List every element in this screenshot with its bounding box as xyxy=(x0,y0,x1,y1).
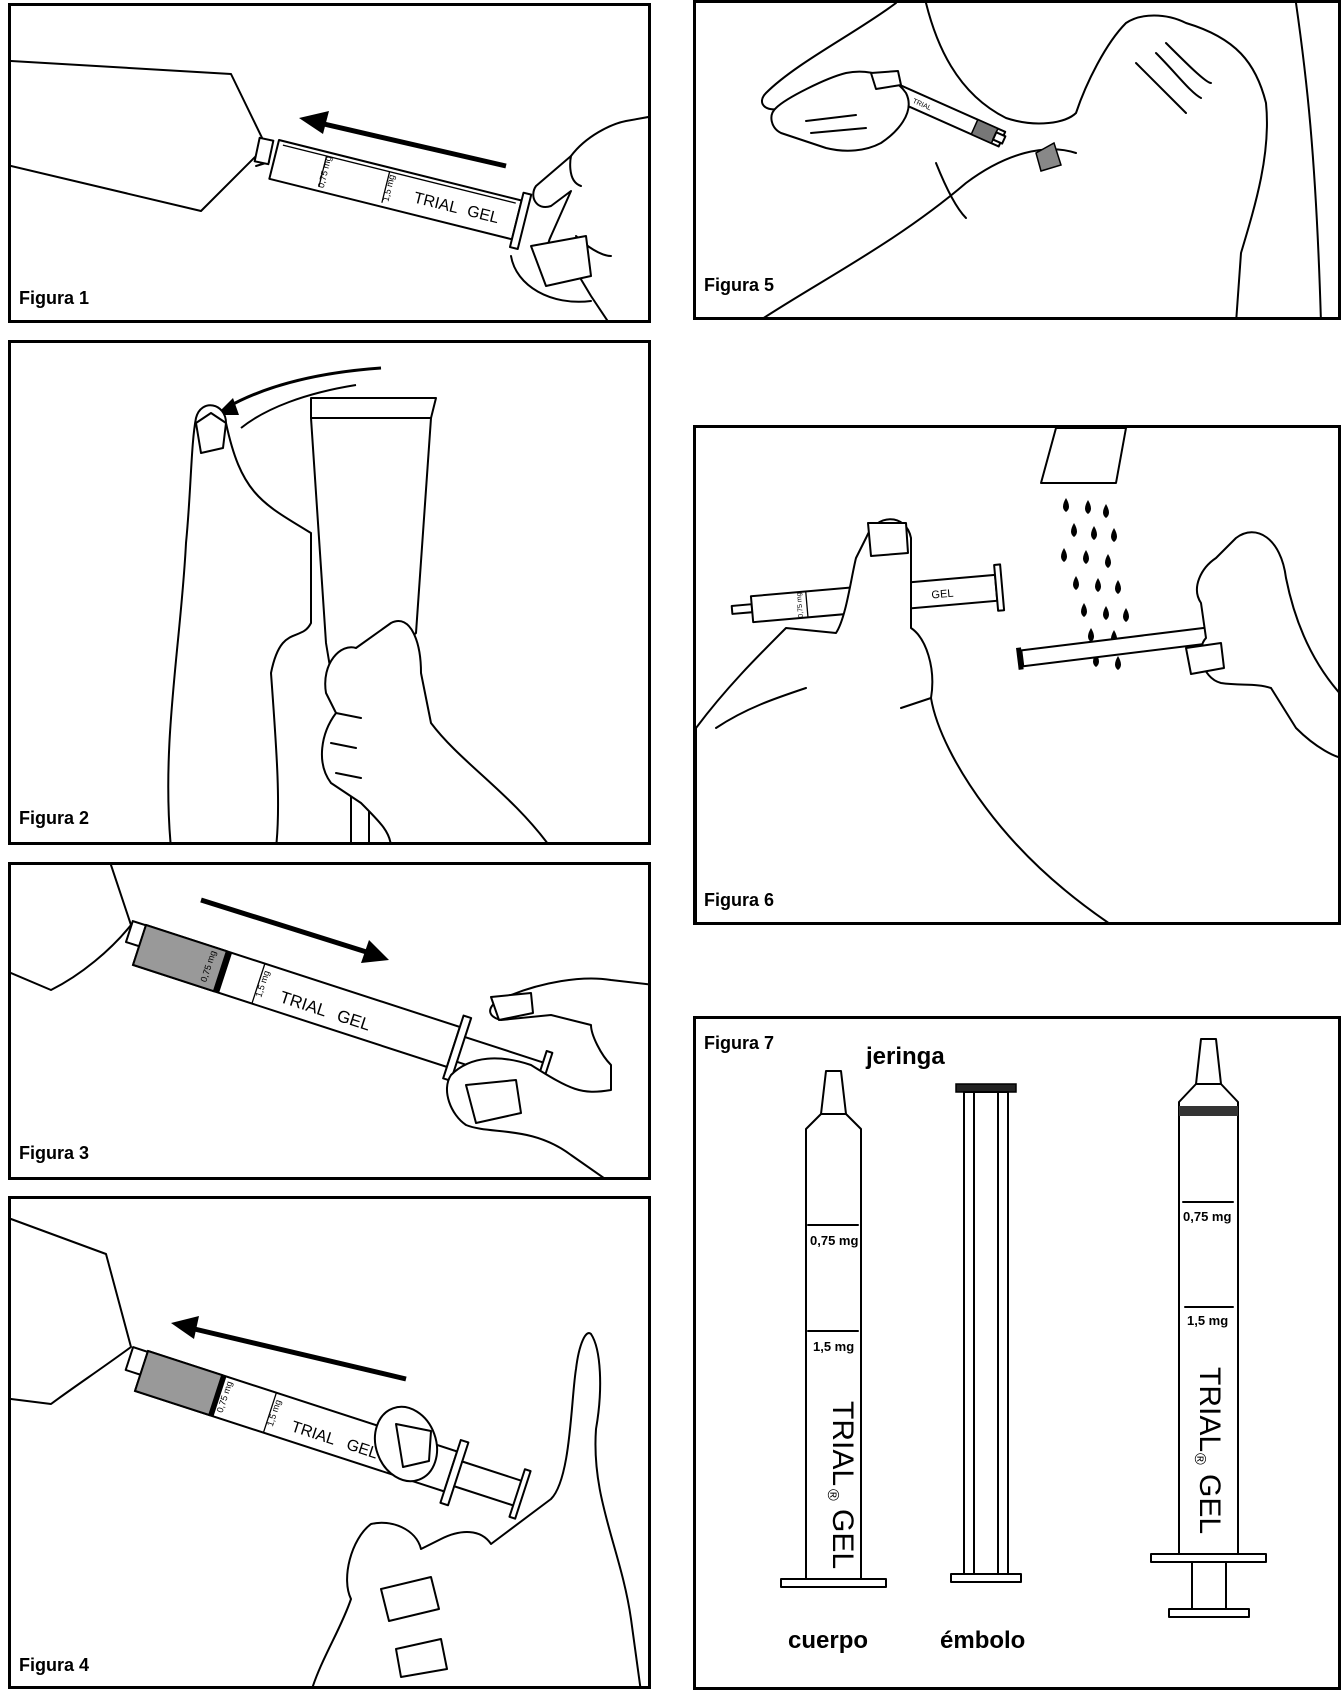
finger-nail-2 xyxy=(395,1638,448,1678)
figure-1-illustration: 0,75 mg 1,5 mg TRIAL GEL xyxy=(11,60,648,320)
thumb-nail xyxy=(530,235,592,287)
syringe: 0,75 mg 1,5 mg TRIAL GEL xyxy=(268,139,533,250)
applied-gel xyxy=(1035,141,1062,172)
figure-7-title: jeringa xyxy=(866,1043,945,1070)
figure-7-illustration: 0,75 mg 1,5 mg TRIAL ® GEL 0,75 mg xyxy=(780,1038,1267,1618)
thumb-nail xyxy=(465,1079,522,1124)
left-thumb-nail xyxy=(195,412,227,454)
brand-gel-f6: GEL xyxy=(931,588,954,602)
armada-mark-075: 0,75 mg xyxy=(1183,1209,1231,1224)
push-arrow xyxy=(185,1324,407,1382)
right-thumb-nail xyxy=(1185,642,1225,675)
thumb-nail xyxy=(380,1576,440,1622)
arm-outline xyxy=(761,3,897,111)
right-hand xyxy=(320,620,548,842)
syringe: 0,75 mg 1,5 mg TRIAL GEL xyxy=(133,1349,532,1520)
gel-fill xyxy=(133,1349,224,1417)
cuerpo-mark-15: 1,5 mg xyxy=(813,1339,854,1354)
figure-7-caption: Figura 7 xyxy=(704,1033,775,1053)
cuerpo-brand: TRIAL xyxy=(826,1401,859,1486)
label-embolo: émbolo xyxy=(940,1627,1026,1654)
figure-5-panel: TRIAL Figura 5 xyxy=(693,0,1341,320)
figure-2-illustration: TRIAL xyxy=(167,366,548,842)
armada-brand: TRIAL xyxy=(1193,1367,1226,1452)
cuerpo-mark-075: 0,75 mg xyxy=(810,1233,858,1248)
figure-6-panel: 0,75 mg 1,5 mg GEL Figura 6 xyxy=(693,425,1341,925)
gel-tube xyxy=(11,1218,132,1405)
figure-2-panel: TRIAL Figura 2 xyxy=(8,340,651,845)
pull-arrow xyxy=(200,897,377,958)
figure-1-panel: 0,75 mg 1,5 mg TRIAL GEL Figura 1 xyxy=(8,3,651,323)
figure-6-illustration: 0,75 mg 1,5 mg GEL xyxy=(696,428,1338,922)
faucet xyxy=(1040,428,1127,484)
rotate-arrow xyxy=(225,366,382,410)
gel-tube xyxy=(11,865,132,991)
figure-4-caption: Figura 4 xyxy=(19,1655,90,1675)
hand xyxy=(770,70,910,152)
thumb-nail xyxy=(867,522,909,557)
label-cuerpo: cuerpo xyxy=(788,1627,869,1654)
right-hand xyxy=(1196,531,1338,758)
left-hand xyxy=(696,518,1109,922)
armada-mark-15: 1,5 mg xyxy=(1187,1313,1228,1328)
figure-3-illustration: 0,75 mg 1,5 mg TRIAL GEL xyxy=(11,865,648,1177)
left-hand xyxy=(167,404,312,842)
syringe-barrel: 0,75 mg 1,5 mg TRIAL ® GEL xyxy=(780,1070,887,1588)
figure-4-panel: 0,75 mg 1,5 mg TRIAL GEL Figura 4 xyxy=(8,1196,651,1689)
figure-7-panel: Figura 7 jeringa 0,75 mg 1,5 mg TRIAL ® … xyxy=(693,1016,1341,1690)
shoulder-outline xyxy=(925,3,1268,317)
cuerpo-brand-reg: ® xyxy=(824,1489,841,1501)
hand xyxy=(311,1332,642,1686)
armada-brand-gel: GEL xyxy=(1193,1474,1226,1534)
water-drops xyxy=(1061,498,1129,670)
mark-075-label-f6: 0,75 mg xyxy=(796,592,805,618)
figure-4-illustration: 0,75 mg 1,5 mg TRIAL GEL xyxy=(11,1218,642,1686)
gel-fill xyxy=(131,923,229,993)
finger-nail xyxy=(490,992,534,1021)
figure-1-caption: Figura 1 xyxy=(19,288,90,308)
tube-nozzle xyxy=(253,136,275,166)
thumb-nail xyxy=(870,70,902,90)
figure-3-caption: Figura 3 xyxy=(19,1143,90,1163)
syringe-assembled: 0,75 mg 1,5 mg TRIAL ® GEL xyxy=(1150,1038,1267,1618)
finger-nail xyxy=(395,1423,432,1468)
hand xyxy=(446,977,648,1177)
push-arrow xyxy=(310,118,507,169)
cuerpo-brand-gel: GEL xyxy=(826,1509,859,1569)
armada-brand-reg: ® xyxy=(1191,1453,1208,1465)
figure-5-caption: Figura 5 xyxy=(704,275,775,295)
figure-6-caption: Figura 6 xyxy=(704,890,775,910)
hand xyxy=(532,116,648,320)
plunger xyxy=(950,1083,1022,1583)
gel-tube xyxy=(11,60,267,212)
figure-2-caption: Figura 2 xyxy=(19,808,90,828)
figure-3-panel: 0,75 mg 1,5 mg TRIAL GEL Figura 3 xyxy=(8,862,651,1180)
figure-5-illustration: TRIAL xyxy=(761,3,1322,317)
